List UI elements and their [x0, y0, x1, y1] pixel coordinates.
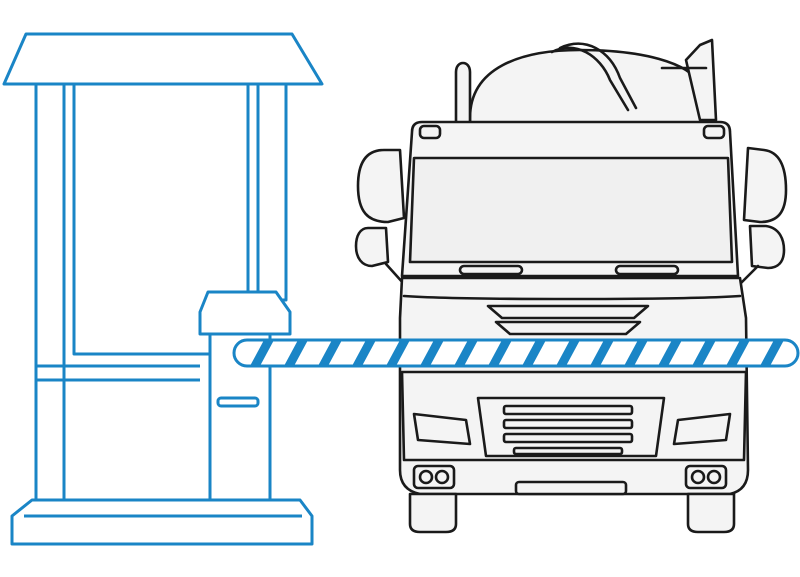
- barrier-stripe: [556, 340, 580, 366]
- tanker-truck-icon: [354, 38, 788, 534]
- barrier-stripe: [760, 340, 784, 366]
- barrier-stripe: [454, 340, 478, 366]
- barrier-gate-icon: [232, 338, 800, 368]
- barrier-stripe: [420, 340, 444, 366]
- barrier-stripe: [590, 340, 614, 366]
- barrier-stripe: [692, 340, 716, 366]
- barrier-stripe: [522, 340, 546, 366]
- barrier-stripe: [658, 340, 682, 366]
- barrier-stripe: [624, 340, 648, 366]
- barrier-post-icon: [198, 290, 292, 502]
- barrier-stripe: [386, 340, 410, 366]
- toll-booth-icon: [2, 32, 324, 546]
- barrier-stripe: [352, 340, 376, 366]
- barrier-stripe: [318, 340, 342, 366]
- barrier-stripe: [250, 340, 274, 366]
- barrier-stripe: [284, 340, 308, 366]
- barrier-stripe: [726, 340, 750, 366]
- barrier-stripe: [488, 340, 512, 366]
